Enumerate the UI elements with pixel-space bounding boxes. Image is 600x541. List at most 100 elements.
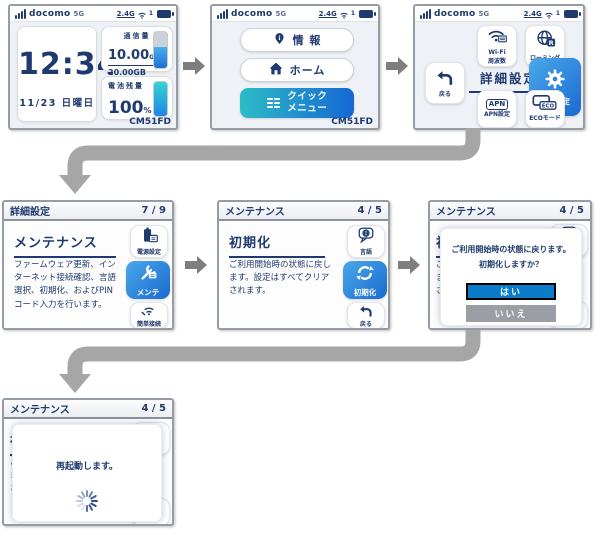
no-button[interactable]: いいえ <box>466 305 556 322</box>
svg-text:R: R <box>548 40 553 48</box>
screen-home: docomo 5G 2.4G 1 12:34 11/23 日曜日 通信量 10.… <box>8 4 178 130</box>
info-button[interactable]: 情 報 <box>240 28 354 52</box>
battery-status-icon <box>564 9 581 18</box>
screen-confirm-dialog: メンテナンス 4 / 5 初期化 ご利用開始時の状態に戻します。設定はすべてクリ… <box>428 200 592 330</box>
back-tile[interactable]: 戻る <box>347 302 385 329</box>
flow-connector-down-1 <box>59 128 481 194</box>
apn-tile[interactable]: APN APN設定 <box>477 90 517 128</box>
roaming-tile[interactable]: R ローミング <box>525 25 565 67</box>
device-model-label: CM51FD <box>129 117 171 127</box>
screen-header: メンテナンス 4 / 5 <box>430 202 590 221</box>
confirm-message-line2: 初期化しますか？ <box>479 260 543 269</box>
data-usage-title: 通信量 <box>123 32 151 40</box>
battery-gauge <box>153 81 168 117</box>
signal-icon <box>420 8 431 19</box>
restart-message: 再起動します。 <box>55 462 119 472</box>
screen-menu: docomo 5G 2.4G 1 情 報 ホーム クイック メニュー CM51F… <box>210 4 380 130</box>
screen-quick-menu: docomo 5G 2.4G 1 Wi-Fi 周波数 R ローミング 戻る 詳細… <box>413 4 585 130</box>
status-bar: docomo 5G 2.4G 1 <box>415 6 583 22</box>
maintenance-tile-label: メンテ <box>136 288 160 297</box>
yes-button[interactable]: はい <box>466 283 556 300</box>
wifi-icon <box>544 6 554 23</box>
page-indicator: 4 / 5 <box>357 205 382 216</box>
gear-icon <box>544 68 566 94</box>
refresh-icon <box>355 263 375 287</box>
wifi-clients-count: 1 <box>555 10 560 17</box>
confirm-dialog: ご利用開始時の状態に戻ります。 初期化しますか？ はい いいえ <box>440 228 582 326</box>
clock-date: 11/23 日曜日 <box>19 98 95 109</box>
quick-menu-label-line2: メニュー <box>287 103 328 114</box>
section-heading: 初期化 <box>229 232 325 258</box>
info-icon <box>273 32 286 48</box>
eco-mode-icon: ECO <box>532 95 558 114</box>
wifi-band-tile-label-line1: Wi-Fi <box>488 49 506 57</box>
flow-arrow-right-3 <box>185 256 207 274</box>
back-arrow-icon <box>358 302 374 321</box>
wifi-band-label: 2.4G <box>523 9 542 18</box>
eco-tile[interactable]: ECO ECOモード <box>525 90 565 128</box>
battery-unit: % <box>143 106 152 115</box>
clock-time: 12:34 <box>18 47 119 82</box>
back-arrow-icon <box>435 68 455 90</box>
network-label: 5G <box>275 9 287 18</box>
carrier-label: docomo <box>29 8 71 19</box>
status-bar: docomo 5G 2.4G 1 <box>212 6 378 22</box>
clock-card: 12:34 11/23 日曜日 <box>17 26 119 122</box>
battery-title: 電池残量 <box>108 82 144 90</box>
eco-tile-label: ECOモード <box>529 115 561 123</box>
home-button-label: ホーム <box>289 64 326 77</box>
carrier-label: docomo <box>434 8 476 19</box>
wifi-band-label: 2.4G <box>116 9 135 18</box>
screen-detail-settings: 詳細設定 7 / 9 メンテナンス ファームウェア更新、インターネット接続確認、… <box>2 200 174 330</box>
page-indicator: 4 / 5 <box>141 403 166 414</box>
back-tile[interactable]: 戻る <box>425 62 465 104</box>
screen-header: 詳細設定 7 / 9 <box>4 202 172 221</box>
initialize-tile-selected[interactable]: 初期化 <box>343 261 387 299</box>
page-indicator: 4 / 5 <box>559 205 584 216</box>
battery-status-icon <box>157 9 174 18</box>
power-settings-label: 電源設定 <box>136 249 161 257</box>
back-tile-label: 戻る <box>359 321 372 329</box>
loading-spinner-icon <box>75 489 99 517</box>
roaming-globe-icon: R <box>535 29 556 54</box>
data-total-value: 20.00GB <box>108 68 146 77</box>
wifi-clients-count: 1 <box>350 10 355 17</box>
svg-text:ECO: ECO <box>542 104 555 110</box>
wifi-band-tile-label-line2: 周波数 <box>487 57 506 65</box>
flow-arrow-right-4 <box>398 256 420 274</box>
flow-arrow-right-2 <box>386 57 408 75</box>
flow-connector-down-2 <box>59 330 481 393</box>
carrier-label: docomo <box>231 8 273 19</box>
screen-maintenance: メンテナンス 4 / 5 初期化 ご利用開始時の状態に戻します。設定はすべてクリ… <box>217 200 390 330</box>
home-button[interactable]: ホーム <box>240 58 354 82</box>
section-description: ご利用開始時の状態に戻します。設定はすべてクリアされます。 <box>229 260 332 297</box>
data-divider <box>108 65 154 66</box>
info-button-label: 情 報 <box>292 34 322 47</box>
home-icon <box>269 62 283 78</box>
screen-restarting: メンテナンス 4 / 5 初期化 ご利用開始時の状態に戻します。設定はすべてクリ… <box>2 398 174 526</box>
easy-connect-icon <box>140 302 158 321</box>
maintenance-tile-selected[interactable]: メンテ <box>126 261 170 299</box>
restart-dialog: 再起動します。 <box>12 424 162 522</box>
screen-header: メンテナンス 4 / 5 <box>4 400 172 419</box>
language-tile-label: 言語 <box>359 249 372 257</box>
battery-value: 100 <box>108 98 144 118</box>
apn-icon: APN <box>485 99 509 111</box>
data-used-value: 10.00 <box>108 48 150 63</box>
wifi-band-tile[interactable]: Wi-Fi 周波数 <box>477 25 517 67</box>
quick-menu-icon <box>266 97 281 109</box>
back-tile-label: 戻る <box>438 90 451 98</box>
initialize-tile-label: 初期化 <box>353 288 377 297</box>
header-title: メンテナンス <box>10 405 70 416</box>
data-usage-card[interactable]: 通信量 10.00GB 20.00GB <box>101 26 173 77</box>
quick-menu-button[interactable]: クイック メニュー <box>240 88 354 118</box>
section-heading: メンテナンス <box>14 232 116 258</box>
signal-icon <box>15 8 26 19</box>
power-settings-tile[interactable]: 電源設定 <box>130 225 168 258</box>
easy-connect-tile[interactable]: 簡単接続 <box>130 302 168 328</box>
language-tile[interactable]: 言語 <box>347 225 385 258</box>
device-model-label: CM51FD <box>331 117 373 127</box>
battery-card[interactable]: 電池残量 100% <box>101 76 173 120</box>
flow-arrow-right-1 <box>183 57 205 75</box>
apn-tile-label: APN設定 <box>483 111 511 119</box>
